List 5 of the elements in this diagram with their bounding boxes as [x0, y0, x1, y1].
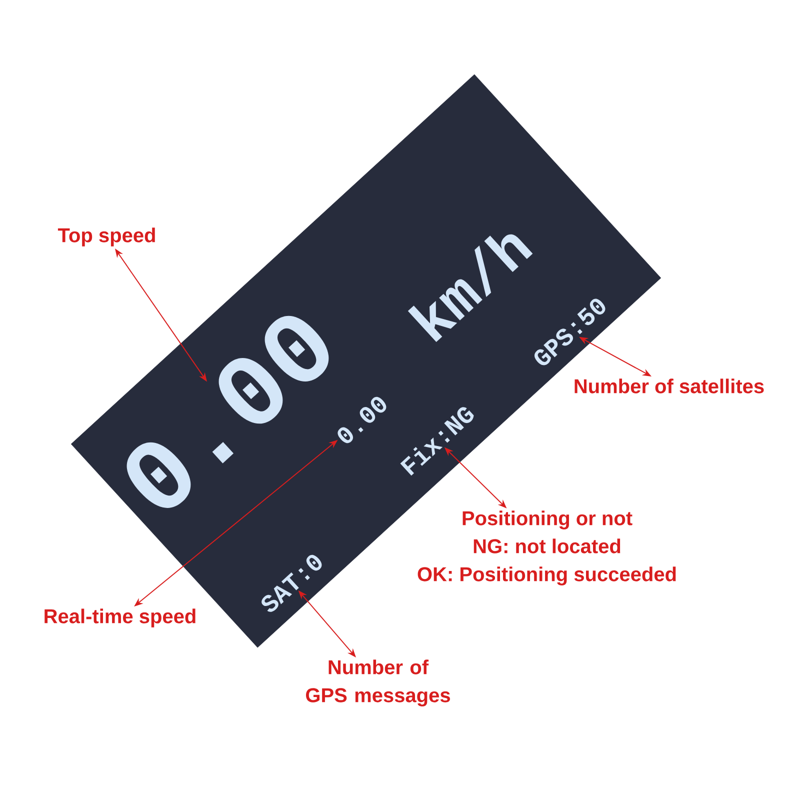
- callout-label: Top speed: [58, 228, 155, 246]
- callout-label: Positioning or not NG: not located OK: Positioning succeeded: [418, 510, 676, 586]
- callout-label: Number of GPS messages: [306, 660, 450, 706]
- callout-label: Number of satellites: [574, 378, 764, 394]
- callout-label: Real-time speed: [44, 608, 196, 628]
